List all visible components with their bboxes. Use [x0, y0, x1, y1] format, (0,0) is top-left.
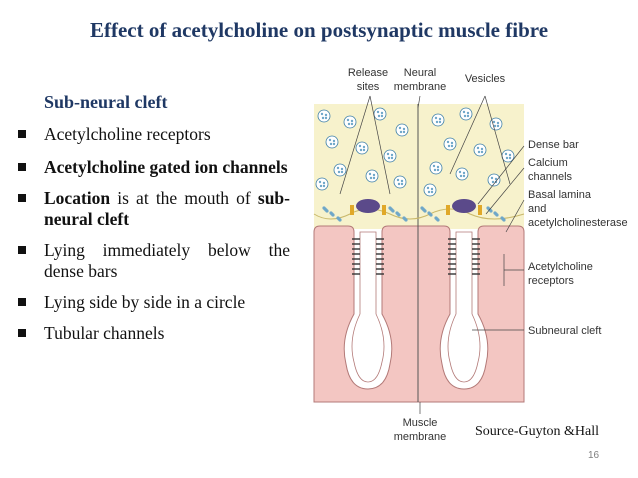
acetylcholine-dot — [391, 209, 395, 213]
vesicle — [355, 141, 369, 155]
vesicle — [487, 173, 501, 187]
bullet-square-icon — [18, 163, 26, 171]
label-release-sites: Release — [348, 67, 388, 79]
acetylcholine-dot — [331, 213, 335, 217]
label-neural-membrane: membrane — [394, 81, 447, 93]
presynaptic-membrane — [313, 208, 525, 220]
bullet-item: Acetylcholine gated ion channels — [14, 157, 290, 178]
bullet-item: Lying side by side in a circle — [14, 292, 290, 313]
acetylcholine-dot — [495, 213, 499, 217]
acetylcholine-dot — [429, 213, 433, 217]
slide-title: Effect of acetylcholine on postsynaptic … — [89, 18, 549, 42]
calcium-channel — [382, 205, 386, 215]
vesicle — [365, 169, 379, 183]
bullet-item: Acetylcholine receptors — [14, 124, 290, 145]
vesicle — [317, 109, 331, 123]
acetylcholine-dot — [338, 218, 342, 222]
subneural-cleft-right — [447, 231, 481, 383]
label-basal-lamina: Basal lamina — [528, 189, 592, 201]
label-basal-lamina: and — [528, 203, 546, 215]
acetylcholine-dot — [423, 209, 427, 213]
vesicle — [315, 177, 329, 191]
vesicle — [423, 183, 437, 197]
label-ach-receptors: Acetylcholine — [528, 261, 593, 273]
calcium-channels — [350, 205, 482, 215]
bullet-square-icon — [18, 194, 26, 202]
label-calcium-channels: channels — [528, 171, 573, 183]
page-number: 16 — [588, 450, 600, 461]
bullet-item: Tubular channels — [14, 323, 290, 344]
source-credit: Source-Guyton &Hall — [475, 424, 600, 439]
acetylcholine-dot — [397, 213, 401, 217]
vesicles — [315, 107, 515, 197]
label-basal-lamina: acetylcholinesterase — [528, 217, 628, 229]
acetylcholine-molecules — [322, 206, 506, 222]
subheading: Sub-neural cleft — [44, 92, 168, 112]
label-vesicles: Vesicles — [465, 73, 506, 85]
vesicle — [455, 167, 469, 181]
acetylcholine-dot — [502, 218, 506, 222]
neuromuscular-junction-diagram: Release sites Neural membrane Vesicles D… — [313, 67, 628, 443]
vesicle — [429, 161, 443, 175]
vesicle — [325, 135, 339, 149]
label-dense-bar: Dense bar — [528, 139, 579, 151]
muscle-fibre — [313, 225, 525, 403]
vesicle — [383, 149, 397, 163]
label-ach-receptors: receptors — [528, 275, 574, 287]
acetylcholine-dot — [325, 209, 329, 213]
bullet-item: Location is at the mouth of sub-neural c… — [14, 188, 290, 230]
label-release-sites: sites — [357, 81, 380, 93]
label-neural-membrane: Neural — [404, 67, 436, 79]
label-calcium-channels: Calcium — [528, 157, 568, 169]
vesicle — [431, 113, 445, 127]
vesicle — [343, 115, 357, 129]
bullet-square-icon — [18, 298, 26, 306]
bullet-square-icon — [18, 130, 26, 138]
calcium-channel — [478, 205, 482, 215]
vesicle — [443, 137, 457, 151]
vesicle — [373, 107, 387, 121]
bullet-square-icon — [18, 246, 26, 254]
acetylcholine-dot — [489, 209, 493, 213]
bullet-item: Lying immediately below the dense bars — [14, 240, 290, 282]
calcium-channel — [446, 205, 450, 215]
dense-bar — [356, 199, 380, 213]
vesicle — [501, 149, 515, 163]
label-muscle-membrane: membrane — [394, 431, 447, 443]
acetylcholine-dot — [436, 218, 440, 222]
acetylcholine-receptors — [352, 238, 480, 275]
vesicle — [459, 107, 473, 121]
bullet-list: Acetylcholine receptors Acetylcholine ga… — [14, 124, 290, 356]
label-muscle-membrane: Muscle — [403, 417, 438, 429]
vesicle — [333, 163, 347, 177]
dense-bar — [452, 199, 476, 213]
bullet-square-icon — [18, 329, 26, 337]
vesicle — [489, 117, 503, 131]
vesicle — [395, 123, 409, 137]
calcium-channel — [350, 205, 354, 215]
label-subneural-cleft: Subneural cleft — [528, 325, 601, 337]
subneural-cleft-left — [351, 231, 385, 383]
vesicle — [393, 175, 407, 189]
pointer-lines — [339, 95, 525, 414]
vesicle — [473, 143, 487, 157]
acetylcholine-dot — [404, 218, 408, 222]
